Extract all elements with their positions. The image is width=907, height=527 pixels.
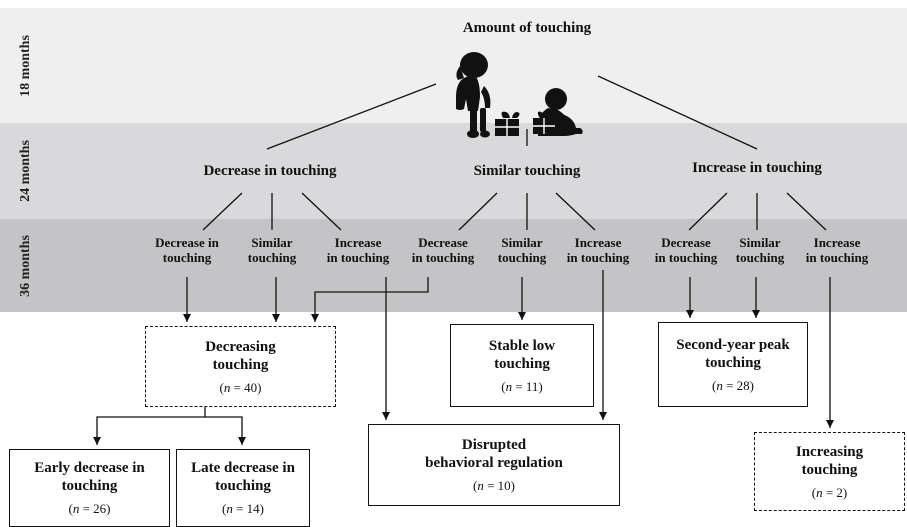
level36-a-similar-label: Similar touching [247, 235, 297, 265]
decreasing-touching-box: Decreasing touching (n = 40) [145, 326, 336, 407]
second-year-peak-box: Second-year peak touching (n = 28) [658, 322, 808, 407]
edge-top-to-decrease [266, 83, 437, 150]
second-year-peak-count: (n = 28) [711, 377, 754, 393]
standing-child-icon [456, 52, 491, 138]
decreasing-touching-title: Decreasing touching [205, 338, 276, 373]
early-decrease-box: Early decrease in touching (n = 26) [9, 449, 170, 527]
arrow-to-early-decrease [93, 407, 206, 445]
increasing-touching-box: Increasing touching (n = 2) [754, 432, 905, 511]
late-decrease-title: Late decrease in touching [191, 460, 295, 494]
increasing-touching-count: (n = 2) [811, 484, 848, 500]
band-24-months [0, 123, 907, 219]
early-decrease-count: (n = 26) [68, 501, 111, 516]
late-decrease-count: (n = 14) [221, 501, 264, 516]
edge-sim-to-dec [458, 192, 498, 231]
level24-similar-label: Similar touching [473, 163, 581, 179]
gift-ribbons [495, 118, 555, 136]
increasing-touching-title: Increasing touching [795, 443, 864, 478]
band-18-months [0, 8, 907, 123]
arrow-b-decrease [311, 277, 429, 322]
diagram-title: Amount of touching [462, 20, 592, 36]
decreasing-touching-count: (n = 40) [219, 379, 262, 395]
stable-low-touching-title: Stable low touching [488, 337, 556, 372]
level36-c-increase-label: Increase in touching [805, 235, 869, 265]
level36-b-similar-label: Similar touching [497, 235, 547, 265]
disrupted-regulation-count: (n = 10) [472, 478, 515, 493]
level24-increase-label: Increase in touching [692, 160, 822, 176]
edge-dec-to-dec [202, 192, 243, 231]
level36-c-decrease-label: Decrease in touching [654, 235, 718, 265]
level24-decrease-label: Decrease in touching [203, 163, 337, 179]
children-with-gifts-illustration [456, 52, 583, 138]
stable-low-touching-count: (n = 11) [501, 378, 543, 394]
edge-sim-to-inc [555, 192, 596, 231]
second-year-peak-title: Second-year peak touching [676, 336, 790, 371]
level36-b-increase-label: Increase in touching [566, 235, 630, 265]
level36-a-decrease-label: Decrease in touching [155, 235, 219, 265]
arrow-to-late-decrease [205, 416, 246, 445]
disrupted-regulation-box: Disrupted behavioral regulation (n = 10) [368, 424, 620, 506]
level36-a-increase-label: Increase in touching [326, 235, 390, 265]
level36-b-decrease-label: Decrease in touching [411, 235, 475, 265]
stable-low-touching-box: Stable low touching (n = 11) [450, 324, 594, 407]
edge-top-to-increase [597, 75, 758, 150]
level36-c-similar-label: Similar touching [735, 235, 785, 265]
edge-inc-to-inc [786, 192, 827, 231]
disrupted-regulation-title: Disrupted behavioral regulation [425, 437, 563, 471]
edge-inc-to-dec [688, 192, 728, 231]
early-decrease-title: Early decrease in touching [34, 460, 145, 494]
edge-dec-to-inc [301, 192, 342, 231]
late-decrease-box: Late decrease in touching (n = 14) [176, 449, 310, 527]
